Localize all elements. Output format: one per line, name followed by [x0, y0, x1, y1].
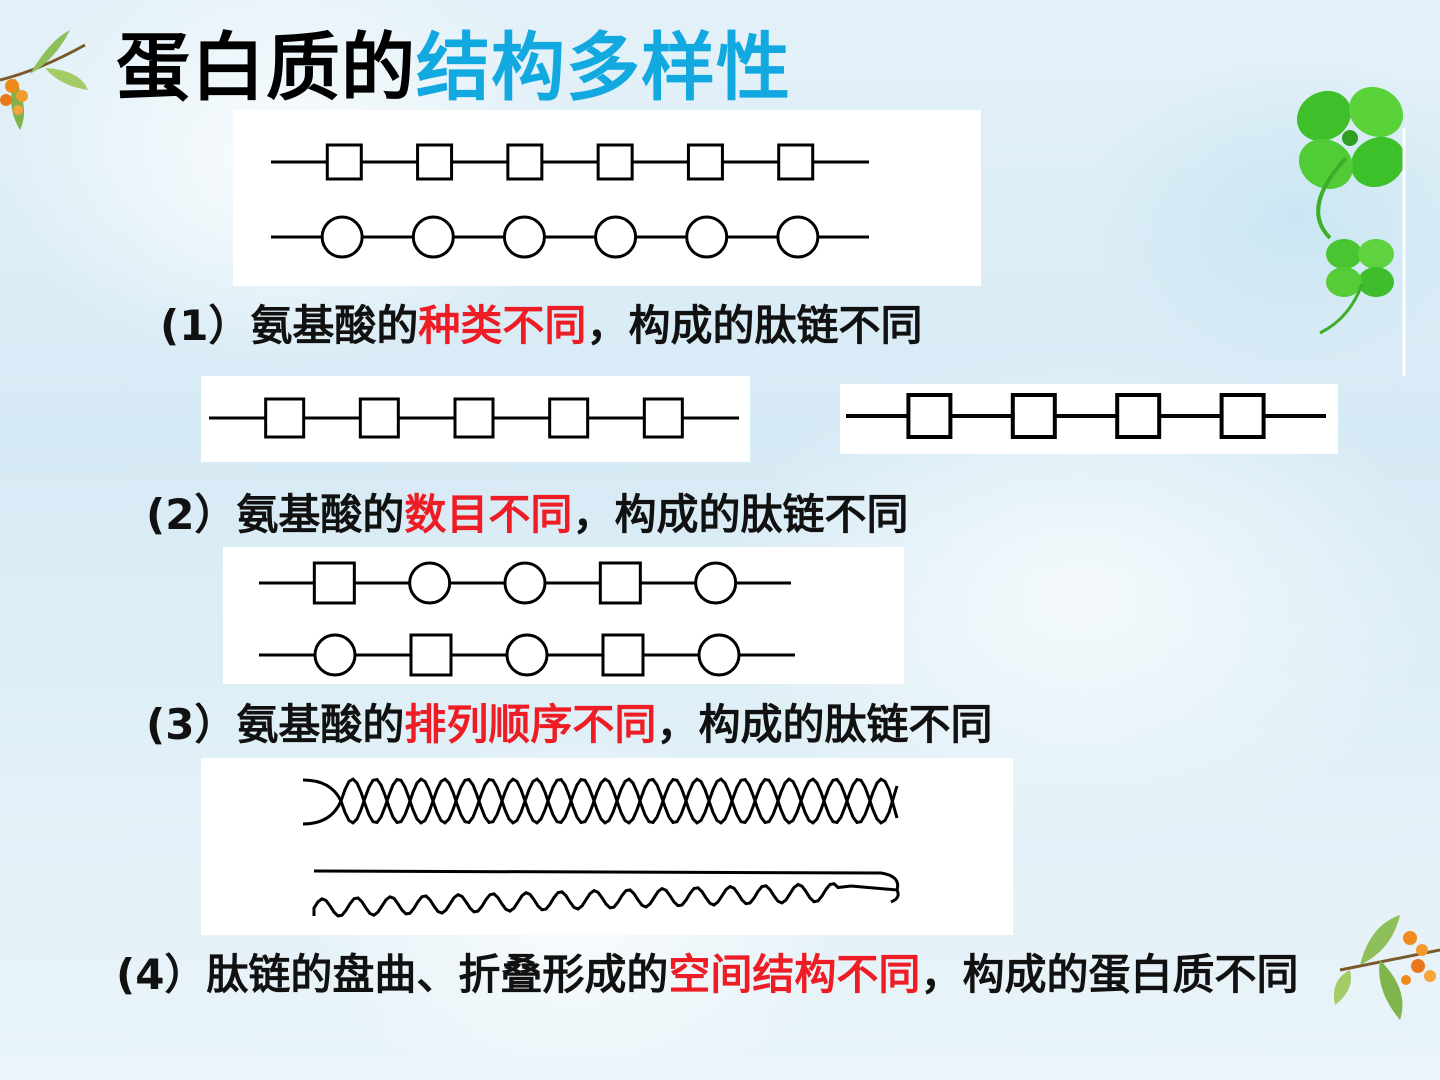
clover-top-right-icon — [1296, 86, 1406, 376]
chain-five-squares — [209, 397, 739, 439]
amino-acid-square — [264, 397, 306, 439]
amino-acid-square — [409, 633, 453, 677]
berry-branch-top-left-icon — [0, 30, 88, 130]
amino-acid-square — [777, 143, 815, 181]
amino-acid-circle — [411, 215, 455, 259]
diagram-order-panel — [223, 547, 904, 684]
amino-acid-circle — [313, 633, 357, 677]
amino-acid-circle — [697, 633, 741, 677]
caption-kinds: (1）氨基酸的种类不同，构成的肽链不同 — [160, 301, 923, 350]
amino-acid-circle — [320, 215, 364, 259]
amino-acid-square — [1010, 393, 1057, 439]
page-title: 蛋白质的结构多样性 — [116, 18, 791, 118]
caption-number: (2）氨基酸的数目不同，构成的肽链不同 — [146, 490, 909, 539]
chain-squares — [271, 143, 869, 181]
diagram-spatial-panel — [201, 758, 1013, 935]
helix-strand — [302, 777, 899, 826]
amino-acid-circle — [685, 215, 729, 259]
amino-acid-square — [601, 633, 645, 677]
amino-acid-circle — [505, 633, 549, 677]
amino-acid-square — [686, 143, 724, 181]
amino-acid-circle — [408, 561, 452, 605]
amino-acid-square — [642, 397, 684, 439]
caption-spatial: (4）肽链的盘曲、折叠形成的空间结构不同，构成的蛋白质不同 — [116, 950, 1299, 999]
amino-acid-circle — [594, 215, 638, 259]
title-main: 蛋白质的 — [116, 25, 416, 111]
amino-acid-square — [598, 561, 642, 605]
folded-wavy-chain — [312, 882, 900, 918]
amino-acid-circle — [694, 561, 738, 605]
diagram-number-panel-b — [840, 384, 1338, 454]
berry-branch-bottom-right-icon — [1334, 915, 1440, 1020]
amino-acid-square — [453, 397, 495, 439]
chain-order-a — [259, 561, 791, 605]
amino-acid-square — [325, 143, 363, 181]
amino-acid-square — [506, 143, 544, 181]
amino-acid-square — [312, 561, 356, 605]
amino-acid-square — [358, 397, 400, 439]
title-accent: 结构多样性 — [416, 25, 791, 111]
amino-acid-circle — [503, 561, 547, 605]
amino-acid-circle — [776, 215, 820, 259]
amino-acid-square — [596, 143, 634, 181]
diagram-kinds-panel — [233, 110, 981, 286]
chain-four-squares — [846, 393, 1326, 439]
amino-acid-square — [1219, 393, 1266, 439]
straight-chain — [313, 869, 900, 891]
amino-acid-square — [1115, 393, 1162, 439]
amino-acid-square — [906, 393, 953, 439]
amino-acid-circle — [502, 215, 546, 259]
caption-order: (3）氨基酸的排列顺序不同，构成的肽链不同 — [146, 700, 993, 749]
chain-circles — [271, 215, 869, 259]
amino-acid-square — [416, 143, 454, 181]
diagram-number-panel-a — [201, 376, 750, 462]
chain-order-b — [259, 633, 795, 677]
amino-acid-square — [548, 397, 590, 439]
